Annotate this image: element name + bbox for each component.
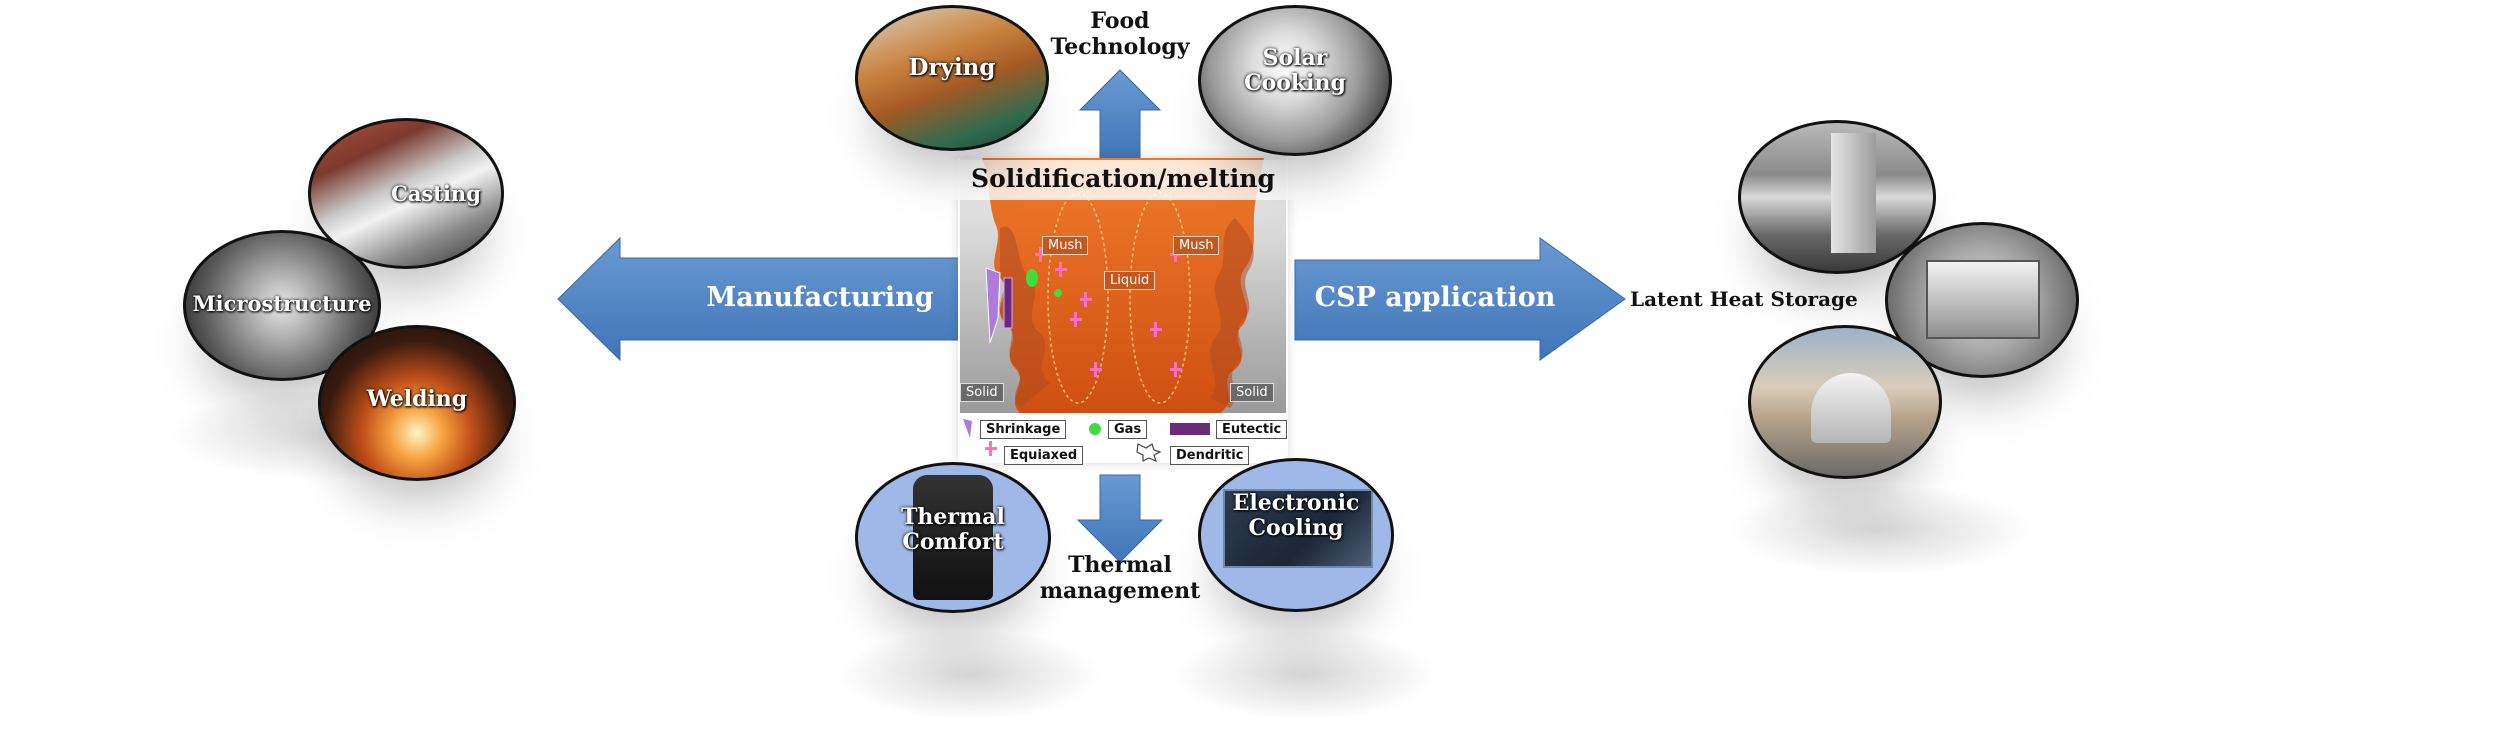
thermal-management-text: Thermal management	[1039, 552, 1201, 604]
latent-heat-storage-label: Latent Heat Storage	[1630, 287, 1858, 311]
csp-arrow-label: CSP application	[1314, 282, 1556, 313]
food-arrow	[1078, 69, 1162, 161]
electronic-cooling-text: Electronic Cooling	[1232, 490, 1360, 541]
solidification-panel: Solidification/melting Mush Mush Liquid …	[940, 158, 1306, 465]
thermal-comfort-photo: Thermal Comfort	[855, 462, 1051, 613]
center-title: Solidification/melting	[971, 164, 1275, 193]
storage-plant-photo	[1738, 120, 1936, 274]
electronic-cooling-photo: Electronic Cooling	[1198, 458, 1394, 612]
vest-shape	[913, 475, 993, 600]
microstructure-label: Microstructure	[192, 291, 372, 316]
mush-label-right: Mush	[1173, 236, 1220, 255]
legend-shrinkage: Shrinkage	[980, 420, 1067, 439]
storage-tank-shape	[1811, 373, 1891, 443]
mush-label-left: Mush	[1042, 236, 1089, 255]
eutectic-legend-icon	[1170, 423, 1210, 435]
thermal-arrow	[1076, 474, 1164, 563]
drying-photo: Drying	[855, 5, 1049, 151]
legend-gas: Gas	[1108, 420, 1148, 439]
manufacturing-arrow-label: Manufacturing	[706, 282, 934, 313]
welding-photo: Welding	[318, 325, 516, 481]
dendritic-legend-icon	[1136, 443, 1162, 463]
food-technology-text: Food Technology	[1050, 8, 1190, 60]
legend-icons	[963, 419, 1210, 463]
circuit-board-shape	[1223, 489, 1373, 568]
csp-arrow	[1294, 237, 1626, 361]
center-title-band	[940, 160, 1306, 200]
storage-tower-shape	[1831, 133, 1876, 253]
solid-label-right: Solid	[1230, 383, 1274, 402]
microstructure-photo: Microstructure	[183, 230, 381, 381]
drying-label: Drying	[908, 54, 996, 81]
legend-eutectic: Eutectic	[1216, 420, 1288, 439]
storage-module-shape	[1926, 260, 2040, 339]
legend-equiaxed: Equiaxed	[1004, 446, 1084, 465]
food-technology-label: Food Technology	[1040, 8, 1200, 60]
welding-label: Welding	[366, 386, 468, 412]
thermal-comfort-text: Thermal Comfort	[901, 504, 1005, 555]
solar-cooking-label: Solar Cooking	[1201, 46, 1389, 96]
thermal-management-label: Thermal management	[1030, 552, 1210, 604]
liquid-label: Liquid	[1104, 271, 1156, 290]
thermal-comfort-label: Thermal Comfort	[858, 505, 1048, 555]
solar-cooking-photo: Solar Cooking	[1198, 5, 1392, 156]
shrinkage-legend-icon	[963, 419, 972, 438]
solar-cooking-text: Solar Cooking	[1244, 45, 1346, 96]
gas-legend-icon	[1089, 423, 1101, 435]
legend-dendritic: Dendritic	[1170, 446, 1250, 465]
storage-tank-photo	[1748, 325, 1942, 479]
solid-label-left: Solid	[960, 383, 1004, 402]
casting-label: Casting	[391, 181, 481, 206]
equiaxed-legend-icon	[985, 441, 997, 456]
electronic-cooling-label: Electronic Cooling	[1201, 491, 1391, 541]
